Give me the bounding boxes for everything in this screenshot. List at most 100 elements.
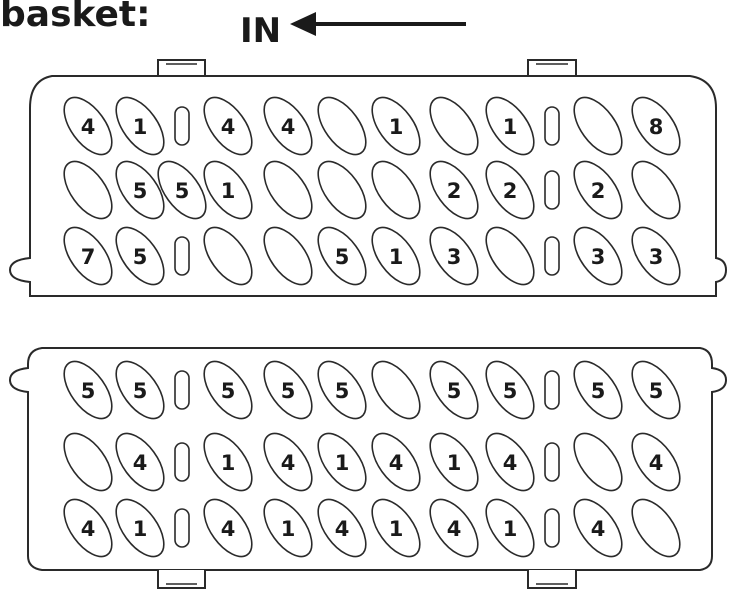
upper-basket-slot (115, 96, 165, 156)
lower-basket-bottom-clip-right (527, 570, 577, 589)
basket-title: basket: (0, 0, 151, 35)
lower-basket-slot-number: 5 (447, 379, 462, 403)
upper-basket-slot-number: 2 (503, 179, 518, 203)
lower-basket-narrow-slot (544, 508, 560, 548)
upper-basket-slot (485, 96, 535, 156)
lower-basket-slot (371, 360, 421, 420)
upper-basket-slot (203, 226, 253, 286)
upper-basket-slot (429, 160, 479, 220)
upper-basket-slot (203, 96, 253, 156)
lower-basket-slot (429, 498, 479, 558)
upper-basket-slot (263, 96, 313, 156)
upper-basket-slot (573, 160, 623, 220)
lower-basket-slot (429, 360, 479, 420)
upper-basket-slot (631, 160, 681, 220)
lower-basket-slot (485, 360, 535, 420)
upper-basket-slot-number: 1 (133, 115, 148, 139)
lower-basket-slot (63, 360, 113, 420)
lower-basket-narrow-slot (544, 442, 560, 482)
upper-basket-slot (573, 226, 623, 286)
upper-basket-slot-number: 1 (389, 245, 404, 269)
lower-basket-slot-number: 1 (389, 517, 404, 541)
upper-basket-slot (371, 160, 421, 220)
lower-basket-slot-number: 4 (503, 451, 518, 475)
upper-basket-slot-number: 3 (447, 245, 462, 269)
upper-basket-slot (485, 226, 535, 286)
upper-basket-slot-number: 5 (335, 245, 350, 269)
upper-basket-slot-number: 4 (221, 115, 236, 139)
lower-basket-slot (317, 360, 367, 420)
lower-basket-slot-number: 4 (281, 451, 296, 475)
upper-basket-narrow-slot (544, 236, 560, 276)
upper-basket-slot-number: 2 (447, 179, 462, 203)
upper-basket-slot (203, 160, 253, 220)
lower-basket-slot-number: 5 (81, 379, 96, 403)
upper-basket-slot (429, 96, 479, 156)
upper-basket-slot-number: 4 (81, 115, 96, 139)
lower-basket-slot-number: 4 (335, 517, 350, 541)
upper-basket-slot (429, 226, 479, 286)
upper-basket-slot (371, 96, 421, 156)
lower-basket-narrow-slot (174, 370, 190, 410)
lower-basket-narrow-slot (174, 508, 190, 548)
upper-basket-slot (317, 226, 367, 286)
lower-basket-slot-number: 5 (281, 379, 296, 403)
upper-basket-slot (63, 96, 113, 156)
lower-basket-slot-number: 1 (503, 517, 518, 541)
upper-basket-narrow-slot (174, 106, 190, 146)
lower-basket-slot-number: 4 (221, 517, 236, 541)
lower-basket-slot-number: 4 (133, 451, 148, 475)
upper-basket-narrow-slot (544, 106, 560, 146)
lower-basket-narrow-slot (174, 442, 190, 482)
lower-basket-narrow-slot (544, 370, 560, 410)
upper-basket-slot (485, 160, 535, 220)
lower-basket-slot (485, 432, 535, 492)
upper-basket-slot-number: 3 (591, 245, 606, 269)
upper-basket-slot-number: 1 (221, 179, 236, 203)
lower-basket-slot (573, 360, 623, 420)
lower-basket-slot (429, 432, 479, 492)
lower-basket-slot-number: 5 (335, 379, 350, 403)
lower-basket-slot (115, 432, 165, 492)
lower-basket-slot-number: 1 (447, 451, 462, 475)
lower-basket-slot (115, 360, 165, 420)
upper-basket-slot (157, 160, 207, 220)
upper-basket-narrow-slot (544, 170, 560, 210)
upper-basket-top-clip-left (157, 59, 206, 76)
lower-basket-slot (371, 498, 421, 558)
upper-basket-slot (115, 160, 165, 220)
lower-basket-slot (263, 360, 313, 420)
upper-basket-narrow-slot (174, 236, 190, 276)
lower-basket-slot (317, 432, 367, 492)
lower-basket-slot (371, 432, 421, 492)
lower-basket-slot (63, 432, 113, 492)
upper-basket-slot-number: 1 (389, 115, 404, 139)
direction-label: IN (240, 11, 281, 51)
lower-basket-slot (263, 432, 313, 492)
upper-basket-slot (317, 160, 367, 220)
lower-basket-slot-number: 1 (335, 451, 350, 475)
upper-basket-slot (263, 226, 313, 286)
upper-basket-slot (263, 160, 313, 220)
lower-basket-slot (203, 360, 253, 420)
upper-basket-slot (115, 226, 165, 286)
lower-basket-slot (203, 432, 253, 492)
lower-basket-slot (203, 498, 253, 558)
upper-basket-slot-number: 4 (281, 115, 296, 139)
upper-basket-slot (631, 226, 681, 286)
upper-basket-top-clip-right (527, 59, 577, 76)
lower-basket-bottom-clip-left (157, 570, 206, 589)
lower-basket-slot-number: 4 (649, 451, 664, 475)
lower-basket-slot (115, 498, 165, 558)
lower-basket-slot (631, 498, 681, 558)
upper-basket-slot-number: 1 (503, 115, 518, 139)
upper-basket-slot-number: 5 (133, 179, 148, 203)
lower-basket-slot-number: 1 (281, 517, 296, 541)
lower-basket-slot (263, 498, 313, 558)
upper-basket-slot (63, 160, 113, 220)
upper-basket-slot-number: 2 (591, 179, 606, 203)
lower-basket-slot (573, 498, 623, 558)
lower-basket-slot (631, 360, 681, 420)
upper-basket-slot (371, 226, 421, 286)
